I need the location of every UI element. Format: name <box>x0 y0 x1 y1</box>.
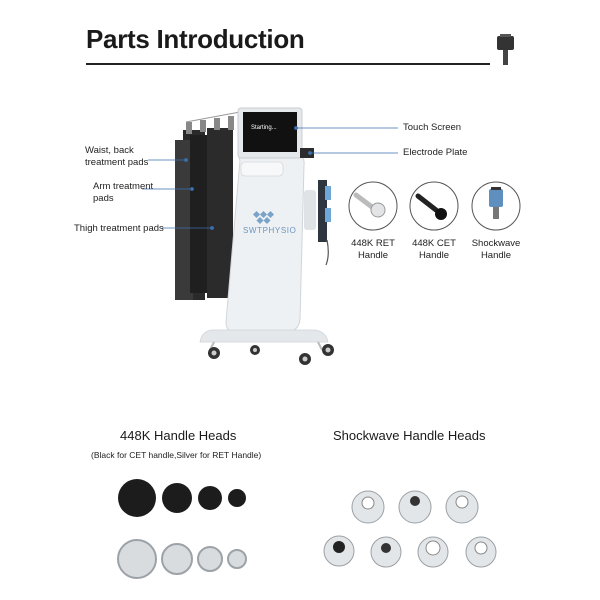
waist-back-pads-label: Waist, back treatment pads <box>85 145 149 168</box>
ret-handle-icon <box>348 181 398 231</box>
shockwave-heads <box>323 490 497 568</box>
shockwave-handle-label: Shockwave Handle <box>471 238 521 261</box>
shockwave-handle-icon <box>471 181 521 231</box>
black-cet-heads <box>118 479 246 517</box>
page-title: Parts Introduction <box>86 24 305 54</box>
callout-lines <box>142 126 398 230</box>
cet-handle-icon <box>409 181 459 231</box>
thigh-pads-label: Thigh treatment pads <box>74 223 164 234</box>
electrode-plate-label: Electrode Plate <box>403 147 468 158</box>
arm-pads-label: Arm treatment pads <box>93 181 154 204</box>
cet-handle-label: 448K CET Handle <box>412 238 456 261</box>
treatment-pads <box>175 111 241 300</box>
title-underline <box>86 63 490 65</box>
touch-screen-label: Touch Screen <box>403 122 462 133</box>
handle-heads-title: 448K Handle Heads <box>120 428 237 443</box>
screen-text: Starting... <box>251 125 277 131</box>
handle-heads-note: (Black for CET handle,Silver for RET Han… <box>91 450 262 460</box>
shockwave-heads-title: Shockwave Handle Heads <box>333 428 486 443</box>
ret-handle-label: 448K RET Handle <box>351 238 395 261</box>
machine-cabinet <box>199 155 334 365</box>
header-handle-icon <box>497 34 514 65</box>
silver-ret-heads <box>117 539 247 579</box>
brand-logo-text: SWTPHYSIO <box>243 226 297 235</box>
touch-screen-display <box>237 107 314 159</box>
